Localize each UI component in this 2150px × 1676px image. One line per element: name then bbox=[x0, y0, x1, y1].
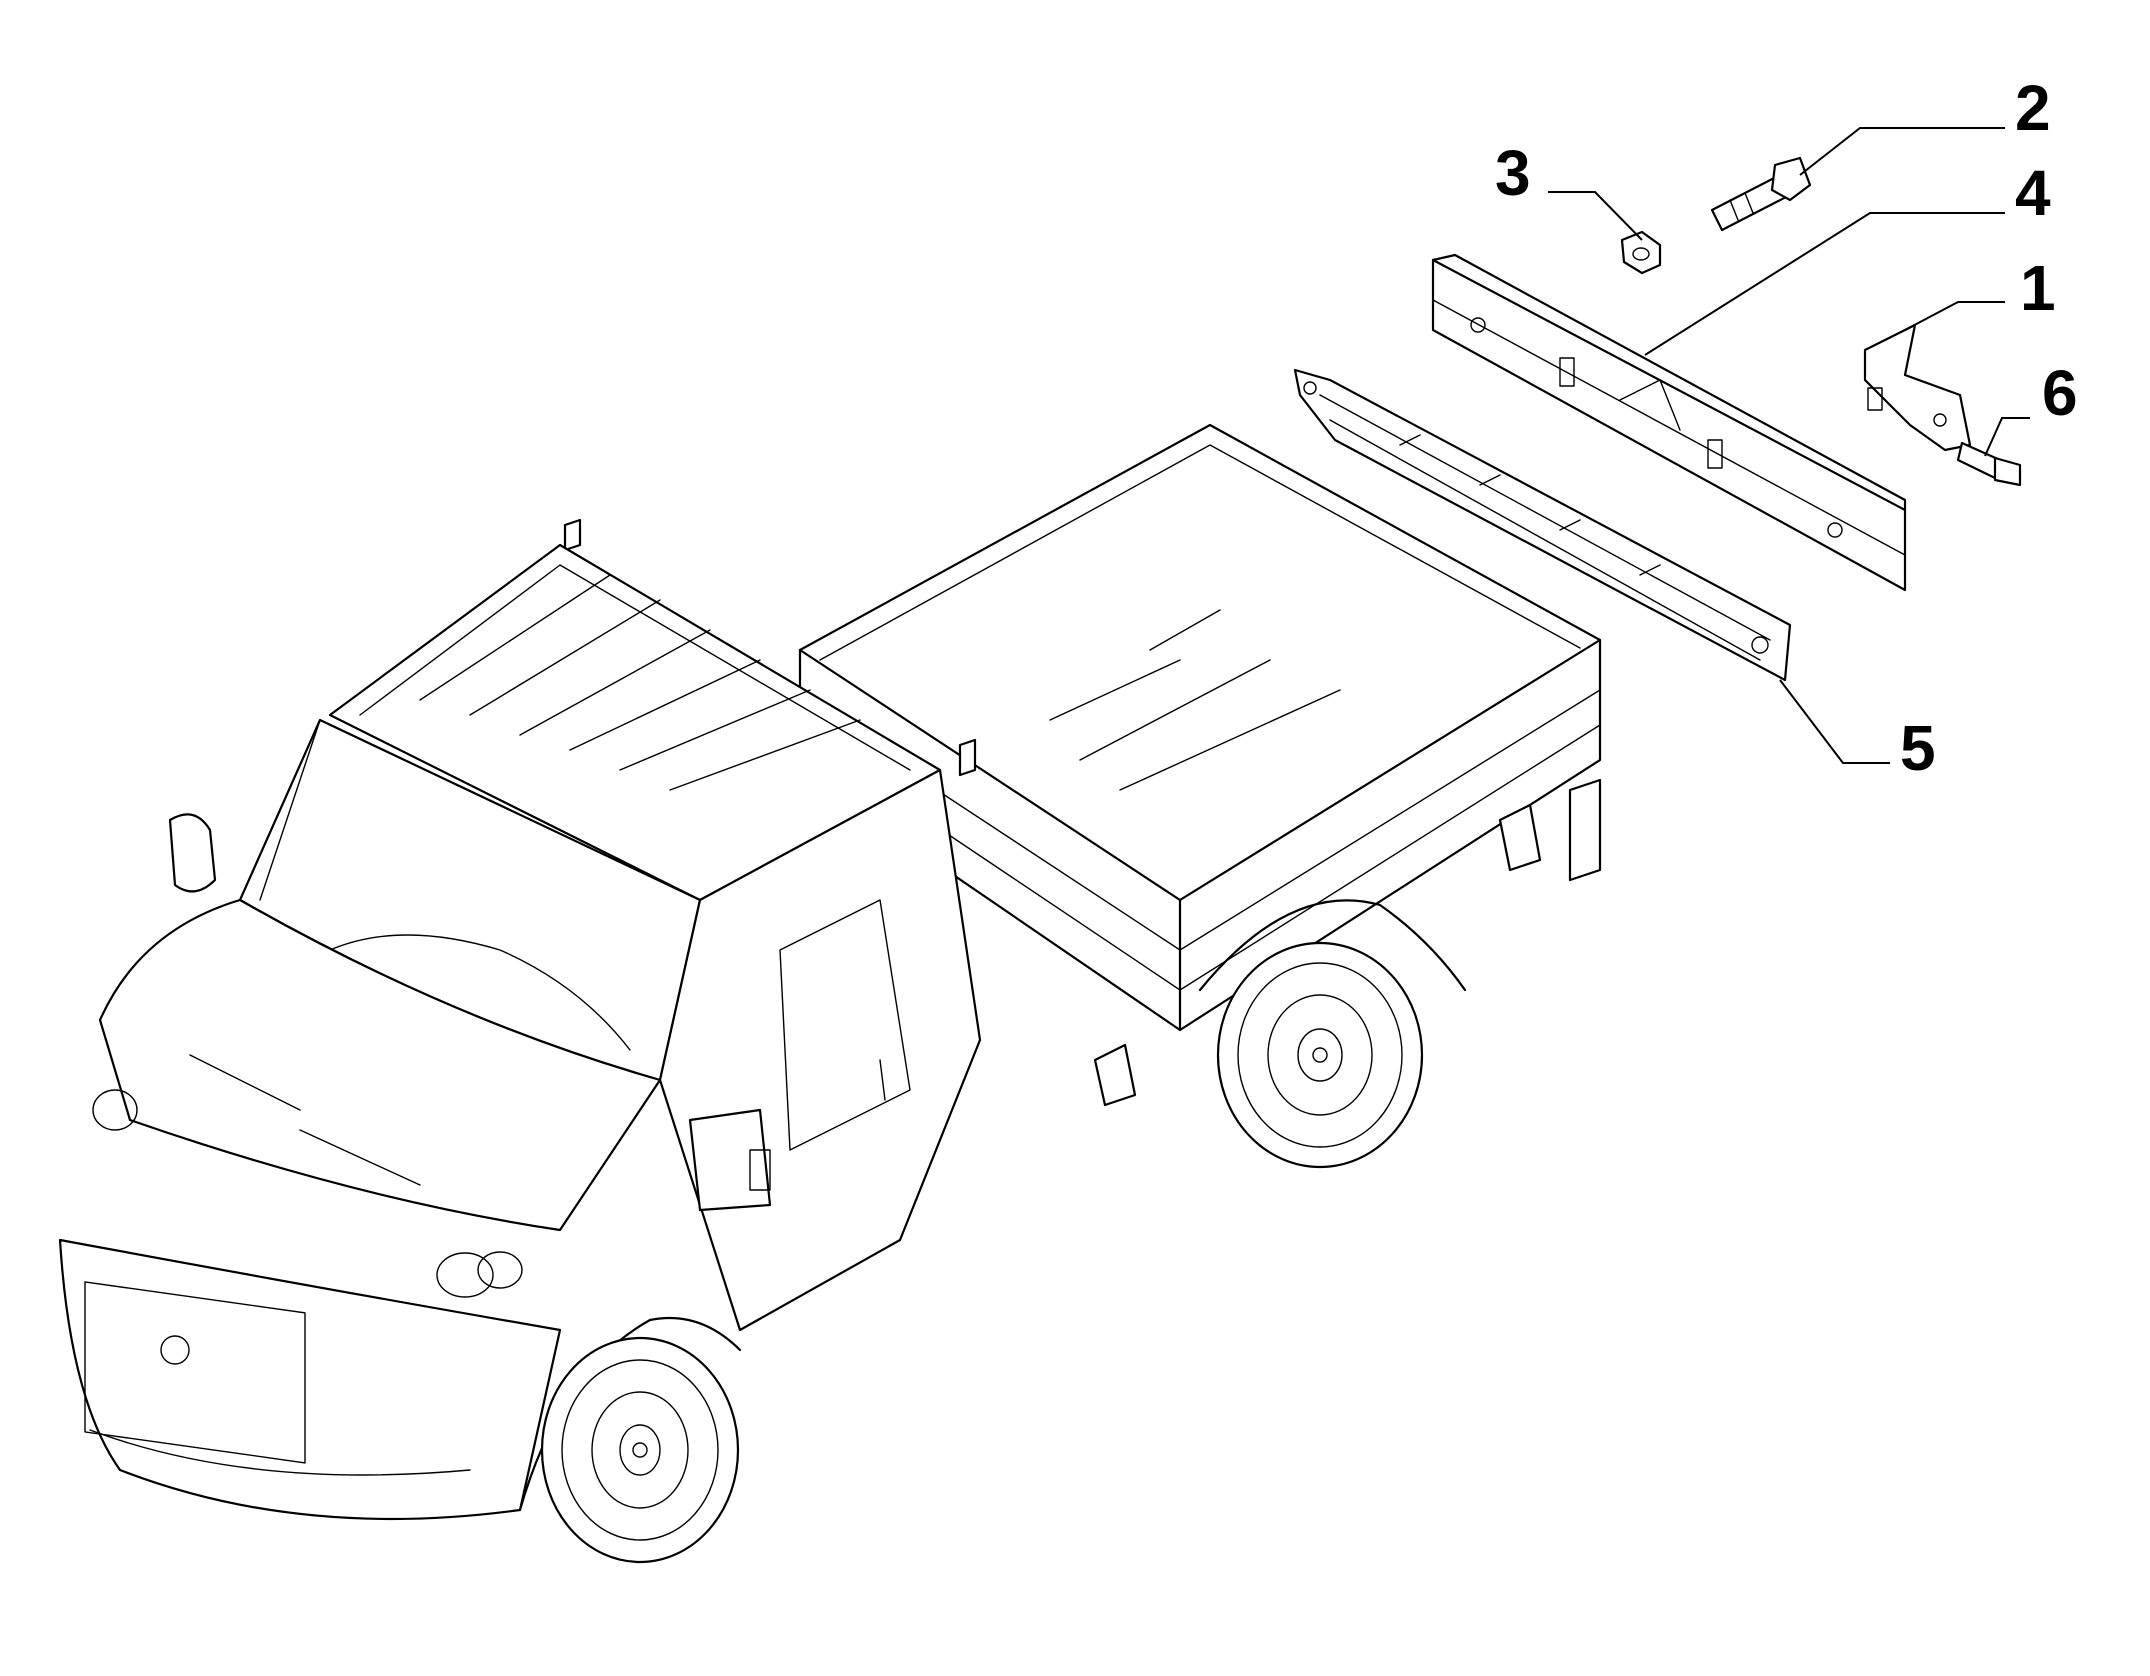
callout-leaders bbox=[1548, 127, 2030, 764]
callout-5: 5 bbox=[1900, 712, 1936, 784]
crossmember-lower bbox=[1293, 368, 1792, 682]
callout-3: 3 bbox=[1495, 137, 1531, 209]
truck-illustration bbox=[58, 423, 1602, 1564]
callout-labels: 1 2 3 4 5 6 bbox=[1495, 72, 2078, 784]
cab bbox=[58, 543, 982, 1564]
callout-2: 2 bbox=[2015, 72, 2051, 144]
nut bbox=[1620, 230, 1662, 275]
bracket bbox=[1863, 323, 1972, 452]
callout-4: 4 bbox=[2015, 157, 2051, 229]
cargo-bed bbox=[563, 423, 1602, 1107]
rear-wheel bbox=[1198, 899, 1467, 1169]
screw bbox=[1956, 441, 2022, 487]
callout-6: 6 bbox=[2042, 357, 2078, 429]
callout-1: 1 bbox=[2020, 252, 2056, 324]
bolt bbox=[1710, 156, 1812, 232]
crossmember-upper bbox=[1431, 253, 1907, 592]
exploded-parts bbox=[1293, 156, 2022, 682]
